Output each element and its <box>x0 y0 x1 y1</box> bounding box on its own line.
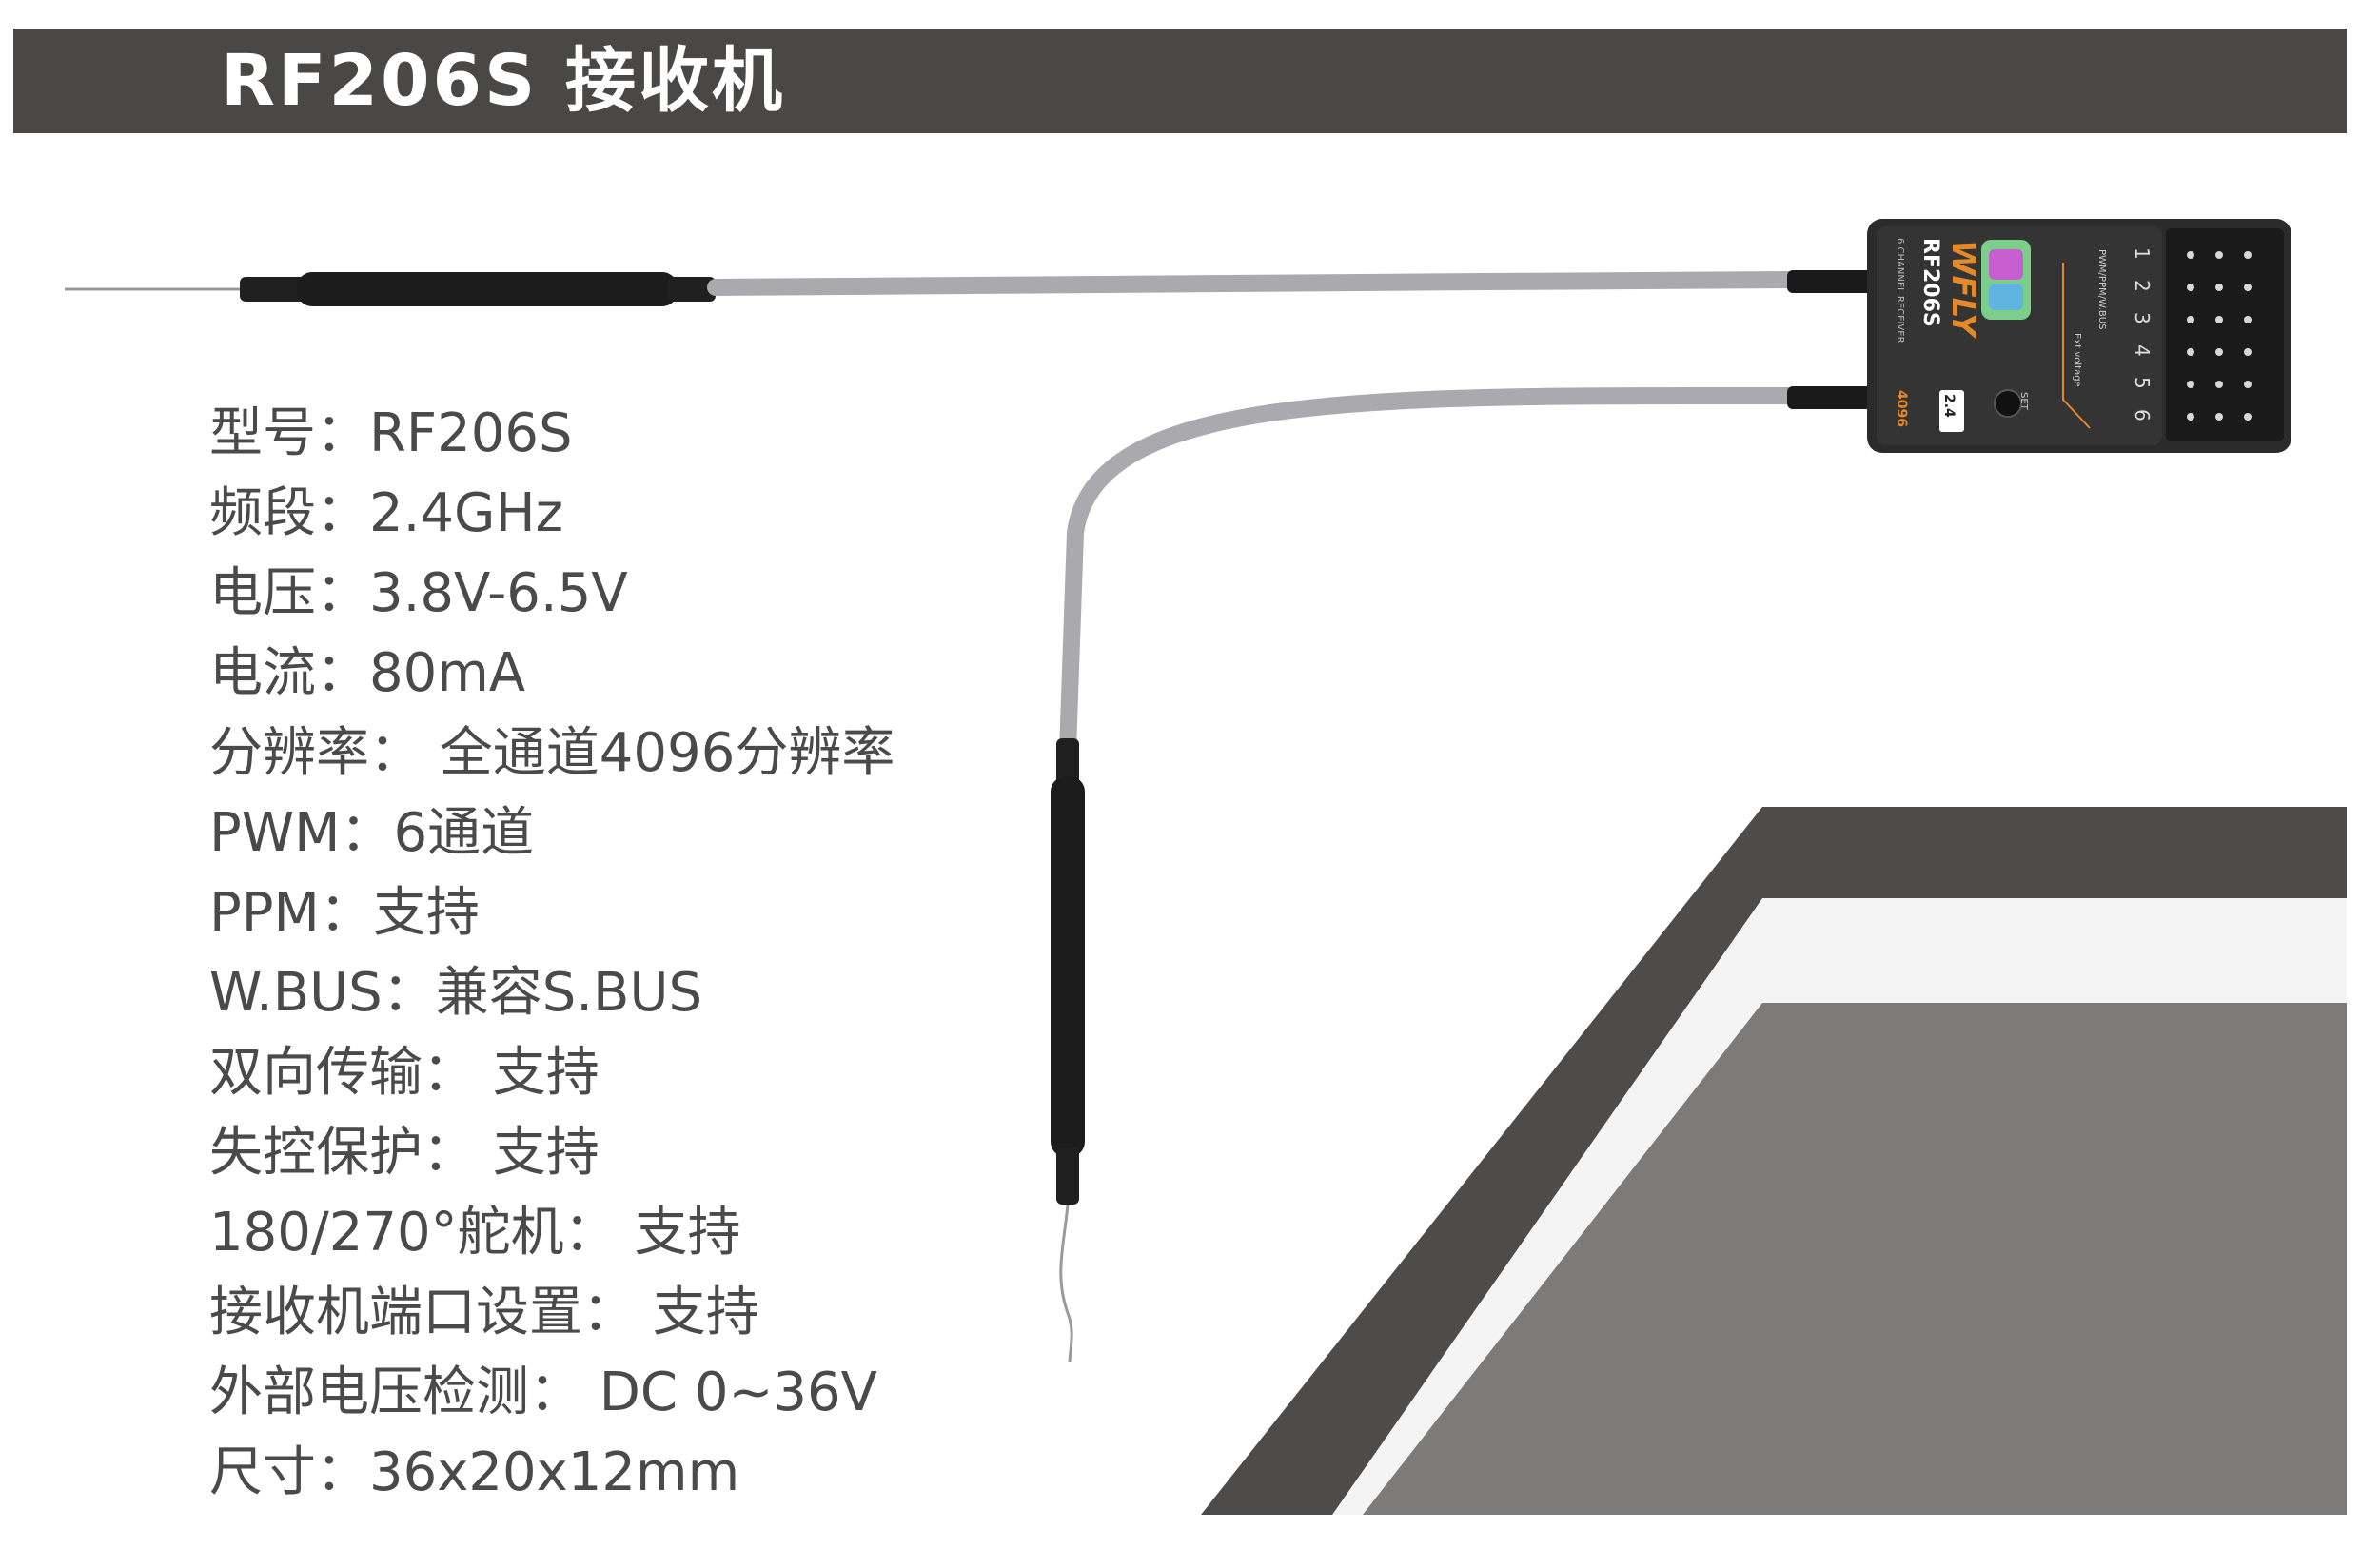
spec-item-model: 型号：RF206S <box>209 402 573 464</box>
channel-guide-line <box>2062 263 2091 429</box>
antenna-sleeve-1b <box>297 272 678 306</box>
antenna-sleeve-1c <box>668 277 716 302</box>
spec-item-current: 电流：80mA <box>209 642 526 704</box>
antenna-cable-1 <box>707 271 1798 296</box>
spec-item-frequency: 频段：2.4GHz <box>209 482 563 544</box>
spec-list: 型号：RF206S 频段：2.4GHz 电压：3.8V-6.5V 电流：80mA… <box>209 394 895 1513</box>
antenna-sleeve-2a <box>1056 738 1079 786</box>
channel-number-labels: 1 2 3 4 5 6 <box>2131 247 2154 421</box>
spec-item-size: 尺寸：36x20x12mm <box>209 1441 740 1503</box>
light-corner-panel <box>1332 898 2347 1515</box>
receiver-band-label: 2.4 <box>1941 394 1957 418</box>
receiver-port-label: PWM/PPM/W.BUS <box>2096 249 2107 329</box>
channel-label-3: 3 <box>2131 312 2154 324</box>
spec-item-servo: 180/270°舵机： 支持 <box>209 1202 741 1264</box>
spec-item-ppm: PPM：支持 <box>209 882 480 944</box>
receiver-set-label: SET <box>2018 392 2029 411</box>
pin-grid <box>2187 251 2252 421</box>
channel-label-2: 2 <box>2131 280 2154 292</box>
antenna-sleeve-1a <box>240 277 306 302</box>
gray-corner-panel <box>1363 1003 2347 1515</box>
spec-item-wbus: W.BUS：兼容S.BUS <box>209 962 702 1024</box>
set-button-icon <box>1994 389 2022 418</box>
antenna-wire-tip-2 <box>1059 1204 1073 1363</box>
channel-label-6: 6 <box>2131 409 2154 421</box>
spec-item-voltage: 电压：3.8V-6.5V <box>209 562 628 624</box>
band-badge <box>1939 390 1964 432</box>
spec-item-port-config: 接收机端口设置： 支持 <box>209 1282 759 1343</box>
antenna-sleeve-2c <box>1056 1147 1079 1205</box>
receiver-model-label: RF206S <box>1918 238 1942 327</box>
antenna-sleeve-2b <box>1051 776 1085 1157</box>
channel-label-5: 5 <box>2131 377 2154 389</box>
spec-item-ext-voltage: 外部电压检测： DC 0~36V <box>209 1362 877 1423</box>
receiver-subtitle-label: 6 CHANNEL RECEIVER <box>1895 238 1905 343</box>
receiver-resolution-label: 4096 <box>1894 390 1909 427</box>
antenna-connector-1 <box>1787 270 1873 293</box>
led-window-icon <box>1981 240 2031 320</box>
antenna-cable-2 <box>1059 386 1798 760</box>
spec-item-telemetry: 双向传输： 支持 <box>209 1042 600 1104</box>
receiver-face <box>1877 226 2162 445</box>
antenna-connector-2 <box>1787 386 1873 409</box>
receiver-brand-label: WFLY <box>1944 240 1982 340</box>
receiver-ext-voltage-label: Ext.voltage <box>2072 333 2082 387</box>
title-bar: RF206S 接收机 <box>13 29 2347 133</box>
channel-label-1: 1 <box>2131 247 2154 260</box>
pin-header <box>2166 228 2284 441</box>
page-title: RF206S 接收机 <box>221 40 786 122</box>
spec-item-resolution: 分辨率： 全通道4096分辨率 <box>209 722 895 784</box>
spec-item-failsafe: 失控保护： 支持 <box>209 1122 600 1184</box>
spec-item-pwm: PWM：6通道 <box>209 802 535 864</box>
dark-corner-panel <box>1201 807 2347 1515</box>
receiver-body <box>1867 219 2291 453</box>
channel-label-4: 4 <box>2131 344 2154 357</box>
